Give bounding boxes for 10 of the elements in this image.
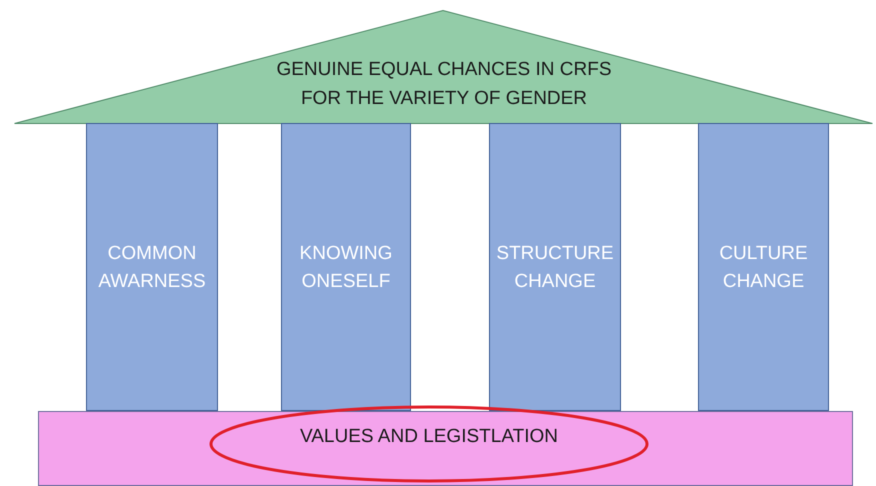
pillar-label: KNOWING ONESELF [298,242,394,294]
base-label: VALUES AND LEGISTLATION [299,425,559,449]
pillar-label: CULTURE CHANGE [718,242,809,294]
pillar [489,123,621,411]
pillar [698,123,829,411]
pillar [281,123,411,411]
roof-text: GENUINE EQUAL CHANCES IN CRFS FOR THE VARIETY OF GENDER [275,58,612,111]
pillar [86,123,218,411]
pillar-label: STRUCTURE CHANGE [495,242,615,294]
pillar-label: COMMON AWARNESS [97,242,207,294]
